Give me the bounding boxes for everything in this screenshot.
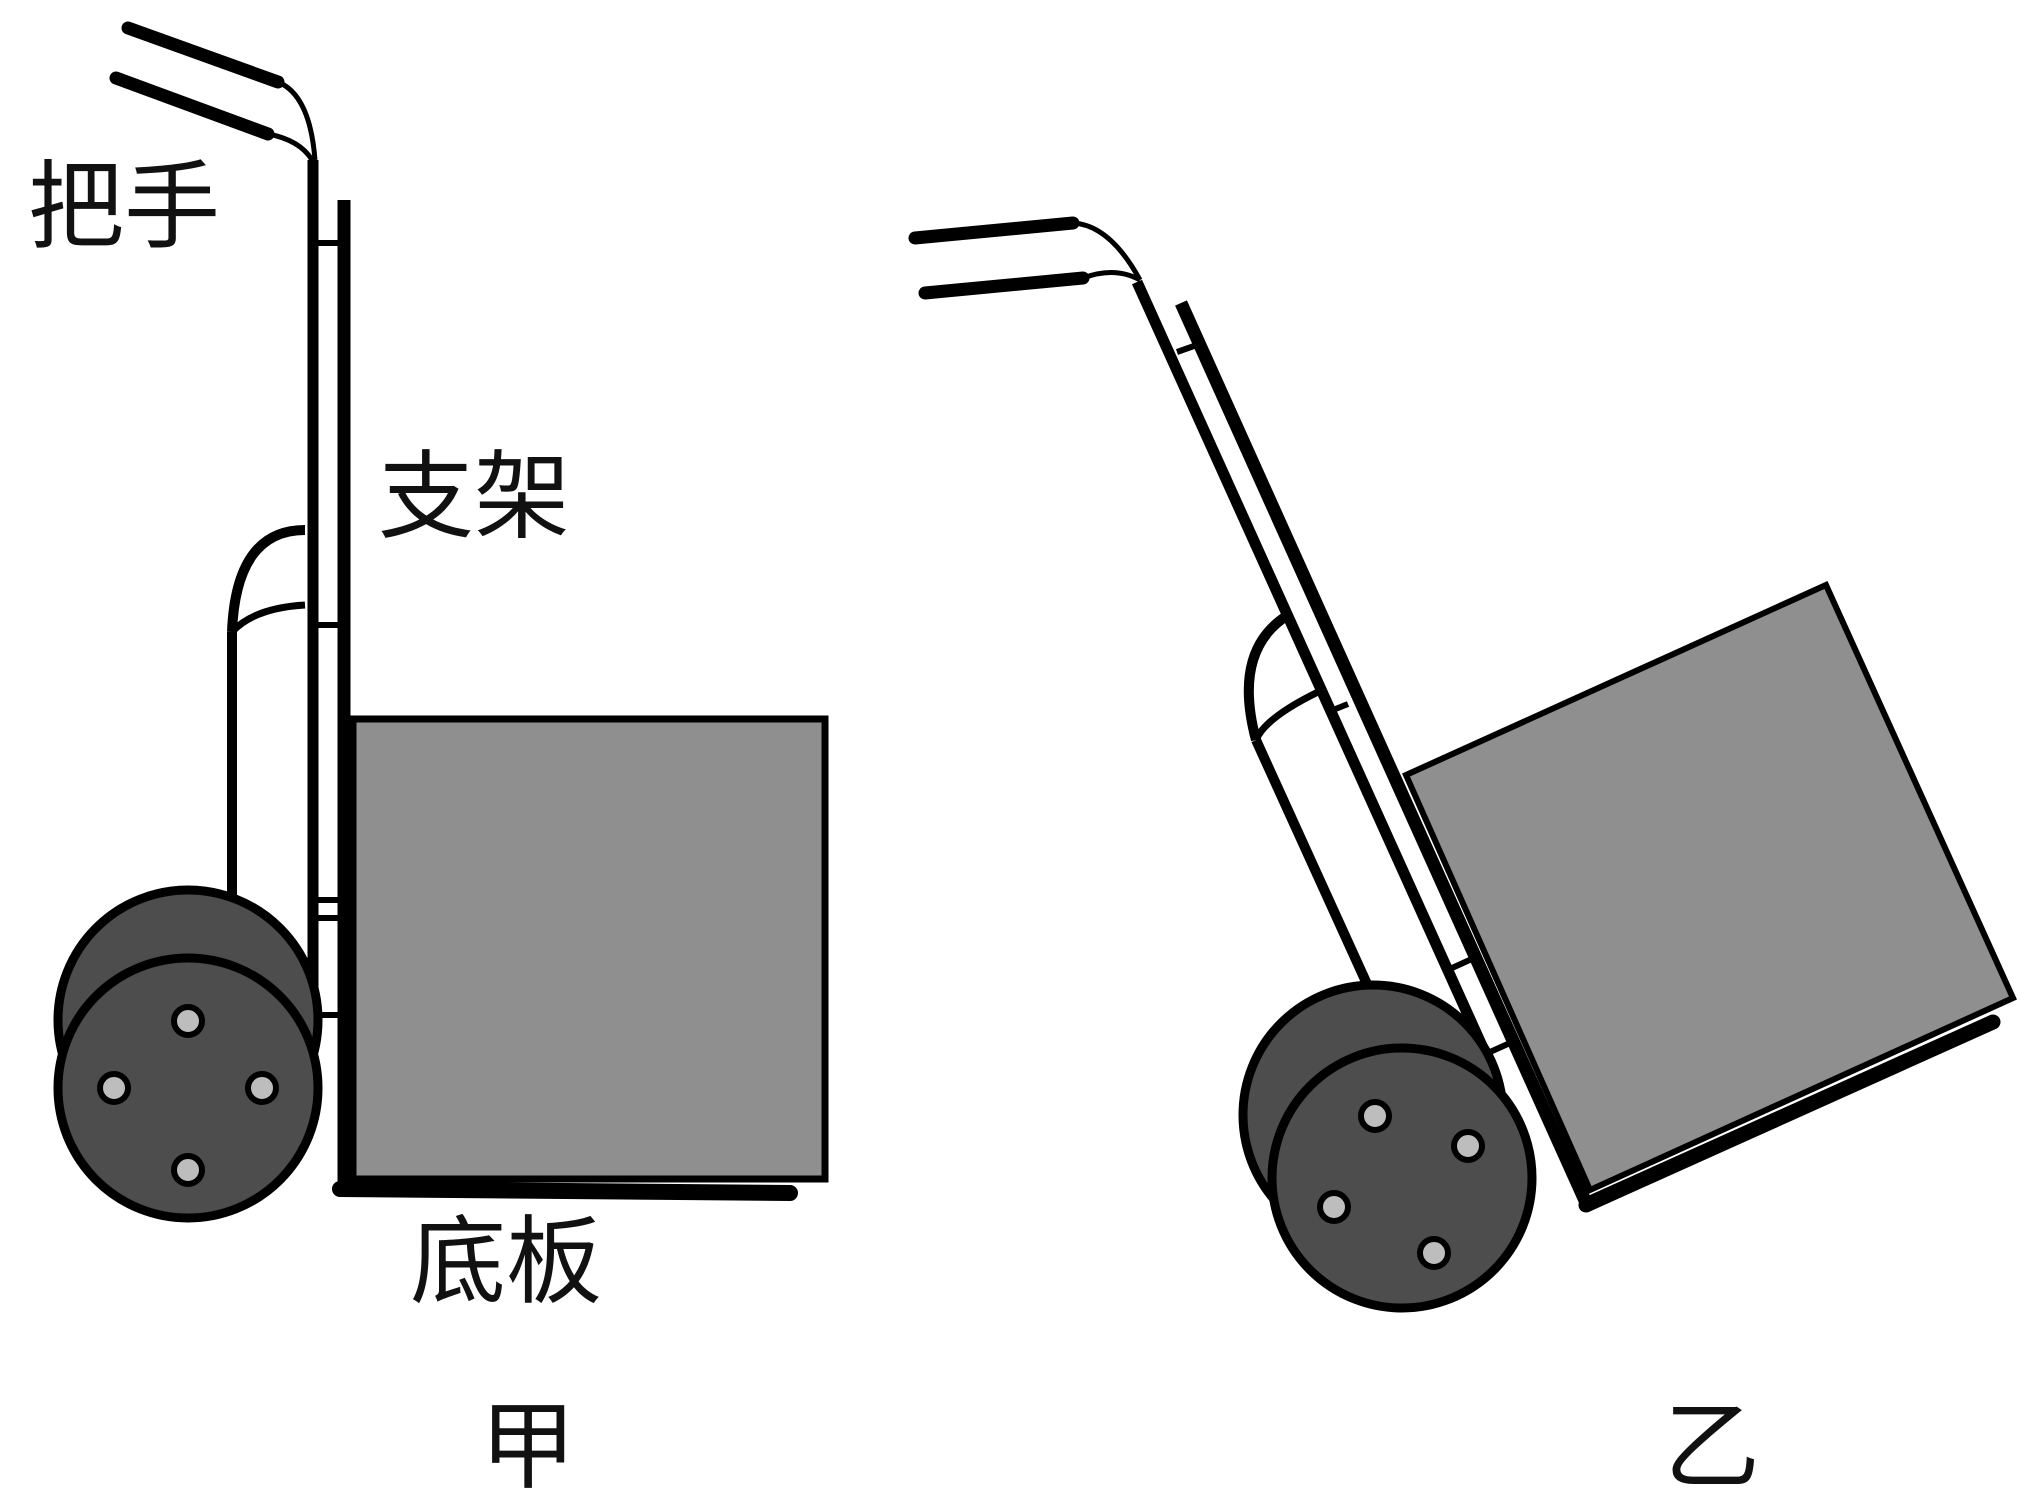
base-plate-label: 底板 [410,1206,602,1318]
support-brace-jia [227,525,306,895]
frame-yi [1131,279,1593,1208]
wheel-hub-bolts-jia [97,1004,279,1187]
handle-yi [908,216,1143,300]
wheel-jia [53,885,323,1223]
cart-jia: 把手 支架 底板 甲 [28,21,829,1503]
caption-yi: 乙 [1664,1391,1760,1503]
handle-label: 把手 [28,151,220,263]
cargo-box-yi [1402,581,2017,1194]
cargo-box-jia [349,715,829,1183]
wheel-hub-bolts-yi [1317,1099,1485,1270]
base-plate-jia [332,1181,798,1201]
base-plate-yi [1578,1014,2001,1213]
frame-label: 支架 [378,441,570,553]
caption-jia: 甲 [480,1391,576,1503]
frame-jia [307,160,351,1188]
handle-jia [109,21,318,162]
support-brace-yi [1243,610,1377,998]
cart-yi: 乙 [908,216,2017,1503]
wheel-yi [1238,980,1537,1313]
